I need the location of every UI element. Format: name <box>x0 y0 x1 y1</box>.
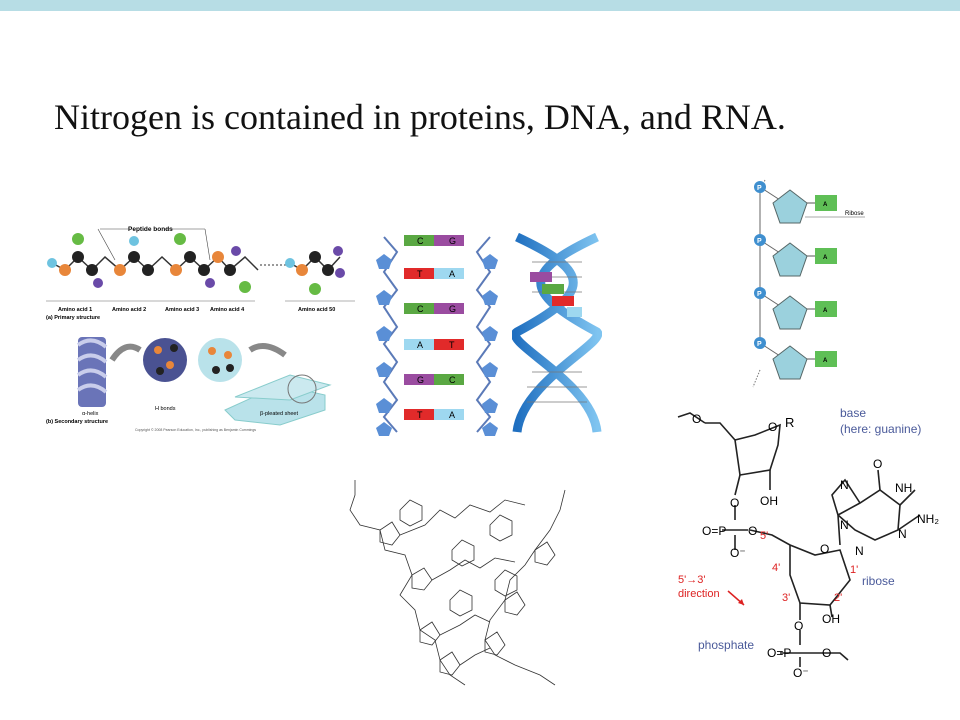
direction-label-1: 5'→3' <box>678 574 705 586</box>
pair-5-left: G <box>417 375 424 385</box>
phosphate-4: P <box>757 341 762 348</box>
pair-2-right: A <box>449 269 455 279</box>
o-atom-top: O <box>692 412 701 426</box>
secondary-caption: (b) Secondary structure <box>46 419 108 425</box>
n-atom-3: N <box>855 544 864 558</box>
amino-acid-50: Amino acid 50 <box>298 307 335 313</box>
rna-strand-figure: P A Ribose P A P A P A <box>752 179 865 388</box>
base-pair-3: C G <box>404 303 464 314</box>
rna-unit-2: P A <box>754 234 837 293</box>
phosphate-1: P <box>757 185 762 192</box>
pair-2-left: T <box>417 269 423 279</box>
ribose-label: Ribose <box>845 211 864 217</box>
backbone-pentagons <box>376 254 498 436</box>
pair-4-right: T <box>449 340 455 350</box>
oh-label-1: OH <box>760 494 778 508</box>
n-atom-1: N <box>840 478 849 492</box>
pair-6-right: A <box>449 410 455 420</box>
base-pair-4: A T <box>404 339 464 350</box>
o-minus: O⁻ <box>730 546 746 560</box>
pair-6-left: T <box>417 410 423 420</box>
amino-atoms <box>47 233 345 295</box>
pair-4-left: A <box>417 340 423 350</box>
peptide-bonds-label: Peptide bonds <box>128 226 173 233</box>
protein-structure-figure: Peptide bonds Amino acid 1 Ami <box>46 226 355 432</box>
pair-5-right: C <box>449 375 456 385</box>
base-a-2: A <box>823 255 828 261</box>
nh2-label: NH₂ <box>917 512 939 526</box>
phosphate-label: phosphate <box>698 638 754 652</box>
ribose-label: ribose <box>862 574 895 588</box>
beta-sheet-label: β-pleated sheet <box>260 411 298 417</box>
three-prime-label: 3' <box>782 592 790 604</box>
o-atom-lower: O <box>794 619 803 633</box>
slide-title: Nitrogen is contained in proteins, DNA, … <box>54 97 786 137</box>
top-accent-bar <box>0 0 960 11</box>
dna-double-helix-figure <box>512 232 602 433</box>
base-pair-5: G C <box>404 374 464 385</box>
rna-unit-3: P A <box>754 287 837 343</box>
phosphate-2: P <box>757 238 762 245</box>
direction-label-2: direction <box>678 588 720 600</box>
one-prime-label: 1' <box>850 564 858 576</box>
pair-3-right: G <box>449 304 456 314</box>
alpha-helix-drawing <box>76 337 108 407</box>
pair-1-left: C <box>417 236 424 246</box>
r-label: R <box>785 415 794 430</box>
oh-label-2: OH <box>822 612 840 626</box>
base-pair-1: C G <box>404 235 464 246</box>
two-prime-label: 2' <box>834 592 842 604</box>
primary-caption: (a) Primary structure <box>46 315 100 321</box>
o-atom-right: O <box>748 524 757 538</box>
amino-acid-4: Amino acid 4 <box>210 307 245 313</box>
o-guanine: O <box>873 457 882 471</box>
beta-sheet-drawing <box>224 374 332 426</box>
pair-1-right: G <box>449 236 456 246</box>
o-atom-mid: O <box>730 496 739 510</box>
nucleotide-structure-figure: O R O OH O O=P O O⁻ 5' O 4' 1' 3' 2' OH … <box>677 406 939 680</box>
amino-acid-1: Amino acid 1 <box>58 307 92 313</box>
ring-o-top: O <box>768 420 777 434</box>
o-double-lower: O=P <box>767 646 791 660</box>
base-label: base <box>840 406 866 420</box>
base-a-1: A <box>823 202 828 208</box>
pair-3-left: C <box>417 304 424 314</box>
phosphate-3: P <box>757 291 762 298</box>
five-prime-label: 5' <box>760 530 768 542</box>
base-pair-6: T A <box>404 409 464 420</box>
base-pair-2: T A <box>404 268 464 279</box>
dna-chemical-structure-figure <box>349 480 566 686</box>
o-minus-lower: O⁻ <box>793 666 809 680</box>
o-double-left: O=P <box>702 524 726 538</box>
amino-acid-2: Amino acid 2 <box>112 307 146 313</box>
amino-acid-3: Amino acid 3 <box>165 307 199 313</box>
copyright-text: Copyright © 2008 Pearson Education, Inc.… <box>135 428 256 432</box>
rna-unit-1: P A Ribose <box>754 181 865 240</box>
n-atom-2: N <box>840 518 849 532</box>
base-a-4: A <box>823 358 828 364</box>
n-atom-4: N <box>898 527 907 541</box>
o-atom-lower-right: O <box>822 646 831 660</box>
alpha-helix-label: α-helix <box>82 411 99 417</box>
base-a-3: A <box>823 308 828 314</box>
base-sub-label: (here: guanine) <box>840 422 921 436</box>
dna-ladder-figure: C G T A C G A T G C T A <box>376 235 498 436</box>
four-prime-label: 4' <box>772 562 780 574</box>
h-bonds-label: H bonds <box>155 406 176 412</box>
ring-o-bottom: O <box>820 542 829 556</box>
nh-label: NH <box>895 481 912 495</box>
rna-unit-4: P A <box>754 337 837 380</box>
